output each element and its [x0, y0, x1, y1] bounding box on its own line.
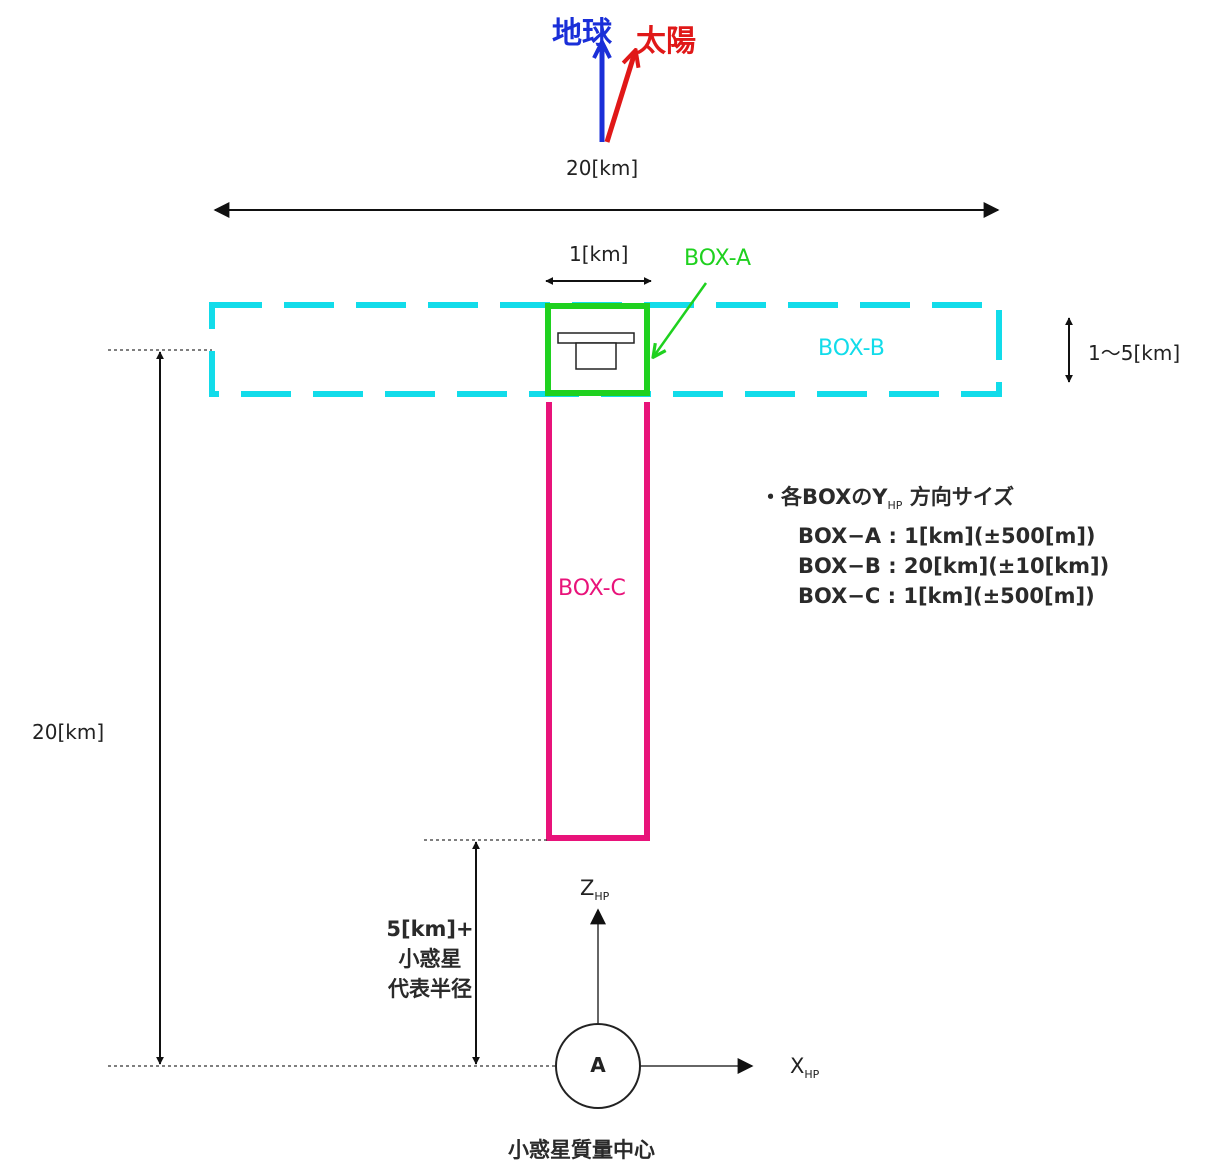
box-size-notes: ・各BOXのYHP 方向サイズ BOX−A : 1[km](±500[m]) B… — [760, 482, 1109, 611]
thickness-label: 1〜5[km] — [1088, 341, 1181, 365]
left-height-label: 20[km] — [32, 720, 105, 744]
box-a-callout-arrow — [654, 282, 708, 356]
note-box-c: BOX−C : 1[km](±500[m]) — [798, 584, 1095, 609]
sun-label: 太陽 — [636, 24, 696, 59]
sun-direction-arrow — [604, 52, 635, 143]
asteroid-center-symbol: A — [590, 1053, 606, 1077]
mass-center-label: 小惑星質量中心 — [508, 1138, 655, 1162]
x-axis-label: XHP — [790, 1054, 820, 1082]
spacecraft-icon — [557, 332, 635, 370]
box-a-outline — [545, 303, 650, 396]
asteroid-center-circle — [555, 1023, 641, 1109]
box-a-label: BOX-A — [684, 246, 752, 271]
box-b-label: BOX-B — [818, 336, 885, 361]
note-box-a: BOX−A : 1[km](±500[m]) — [798, 524, 1096, 549]
notes-heading: ・各BOXのYHP 方向サイズ — [760, 485, 1015, 513]
note-box-b: BOX−B : 20[km](±10[km]) — [798, 554, 1110, 579]
earth-label: 地球 — [552, 16, 612, 51]
box-c-label: BOX-C — [558, 576, 626, 601]
top-width-label: 20[km] — [566, 156, 639, 180]
box-c-outline — [546, 402, 650, 841]
box-a-width-label: 1[km] — [569, 242, 629, 266]
offset-label: 5[km]+ 小惑星 代表半径 — [386, 917, 474, 1001]
z-axis-label: ZHP — [580, 876, 610, 904]
